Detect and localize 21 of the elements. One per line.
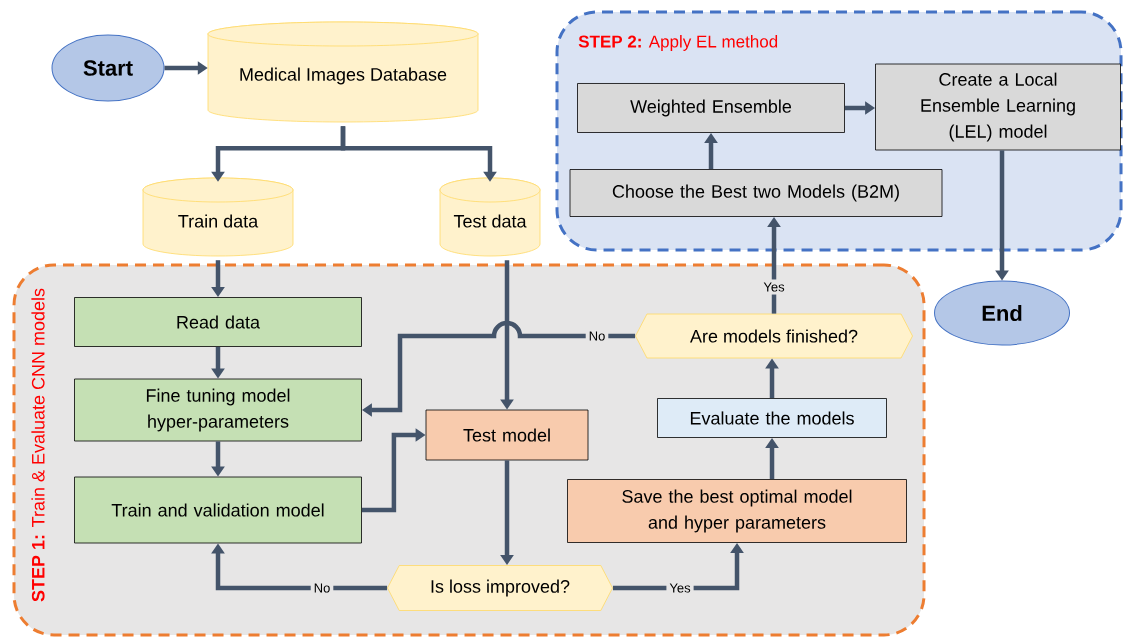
process-box: Fine tuning model hyper-parameters — [74, 378, 362, 442]
process-box: Choose the Best two Models (B2M) — [569, 169, 943, 217]
database-cylinder: Train data — [142, 177, 294, 257]
process-box: Weighted Ensemble — [577, 83, 845, 133]
edge-label: Yes — [666, 580, 694, 596]
process-box: Evaluate the models — [657, 398, 887, 438]
process-box: Save the best optimal model and hyper parameters — [567, 479, 907, 543]
database-cylinder: Test data — [439, 177, 541, 257]
process-box: Read data — [74, 297, 362, 347]
database-cylinder: Medical Images Database — [207, 21, 479, 123]
process-box: Create a Local Ensemble Learning (LEL) model — [875, 63, 1121, 151]
terminal-oval: End — [934, 280, 1070, 346]
edge-label: No — [585, 328, 609, 344]
edge-label: Yes — [760, 279, 788, 295]
terminal-oval: Start — [51, 34, 165, 102]
arrow — [362, 320, 636, 417]
process-box: Train and validation model — [74, 476, 362, 544]
decision-hexagon: Are models finished? — [635, 313, 913, 359]
decision-hexagon: Is loss improved? — [387, 565, 613, 611]
process-box: Test model — [425, 409, 589, 461]
edge-label: No — [310, 580, 334, 596]
